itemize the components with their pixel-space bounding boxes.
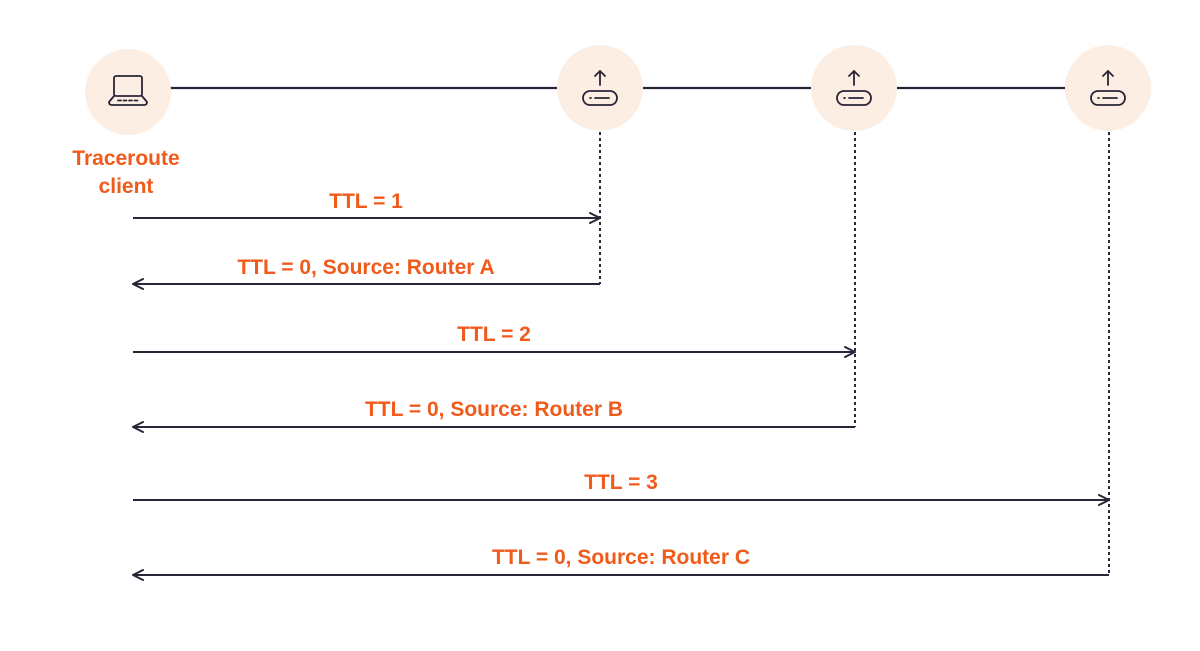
router-icon (836, 70, 872, 106)
message-label: TTL = 0, Source: Router B (365, 398, 623, 421)
message-label: TTL = 0, Source: Router A (237, 256, 494, 279)
router-node-circle (1065, 45, 1151, 131)
message-reply-router-c: TTL = 0, Source: Router C (132, 546, 1109, 581)
message-label: TTL = 2 (457, 323, 531, 346)
router-node-a (557, 45, 643, 131)
message-ttl-1: TTL = 1 (133, 190, 601, 224)
message-label: TTL = 1 (329, 190, 403, 213)
router-icon (582, 70, 618, 106)
router-node-circle (811, 45, 897, 131)
router-node-b (811, 45, 897, 131)
client-node: Traceroute client (72, 49, 180, 198)
router-drop-lines (599, 132, 1110, 575)
client-label-line2: client (99, 175, 154, 198)
client-node-circle (85, 49, 171, 135)
message-label: TTL = 3 (584, 471, 658, 494)
client-label-line1: Traceroute (72, 147, 179, 170)
message-reply-router-b: TTL = 0, Source: Router B (132, 398, 855, 433)
message-reply-router-a: TTL = 0, Source: Router A (132, 256, 600, 290)
message-label: TTL = 0, Source: Router C (492, 546, 750, 569)
router-node-circle (557, 45, 643, 131)
router-node-c (1065, 45, 1151, 131)
laptop-icon (108, 75, 148, 106)
message-ttl-3: TTL = 3 (133, 471, 1110, 506)
router-icon (1090, 70, 1126, 106)
message-ttl-2: TTL = 2 (133, 323, 856, 358)
